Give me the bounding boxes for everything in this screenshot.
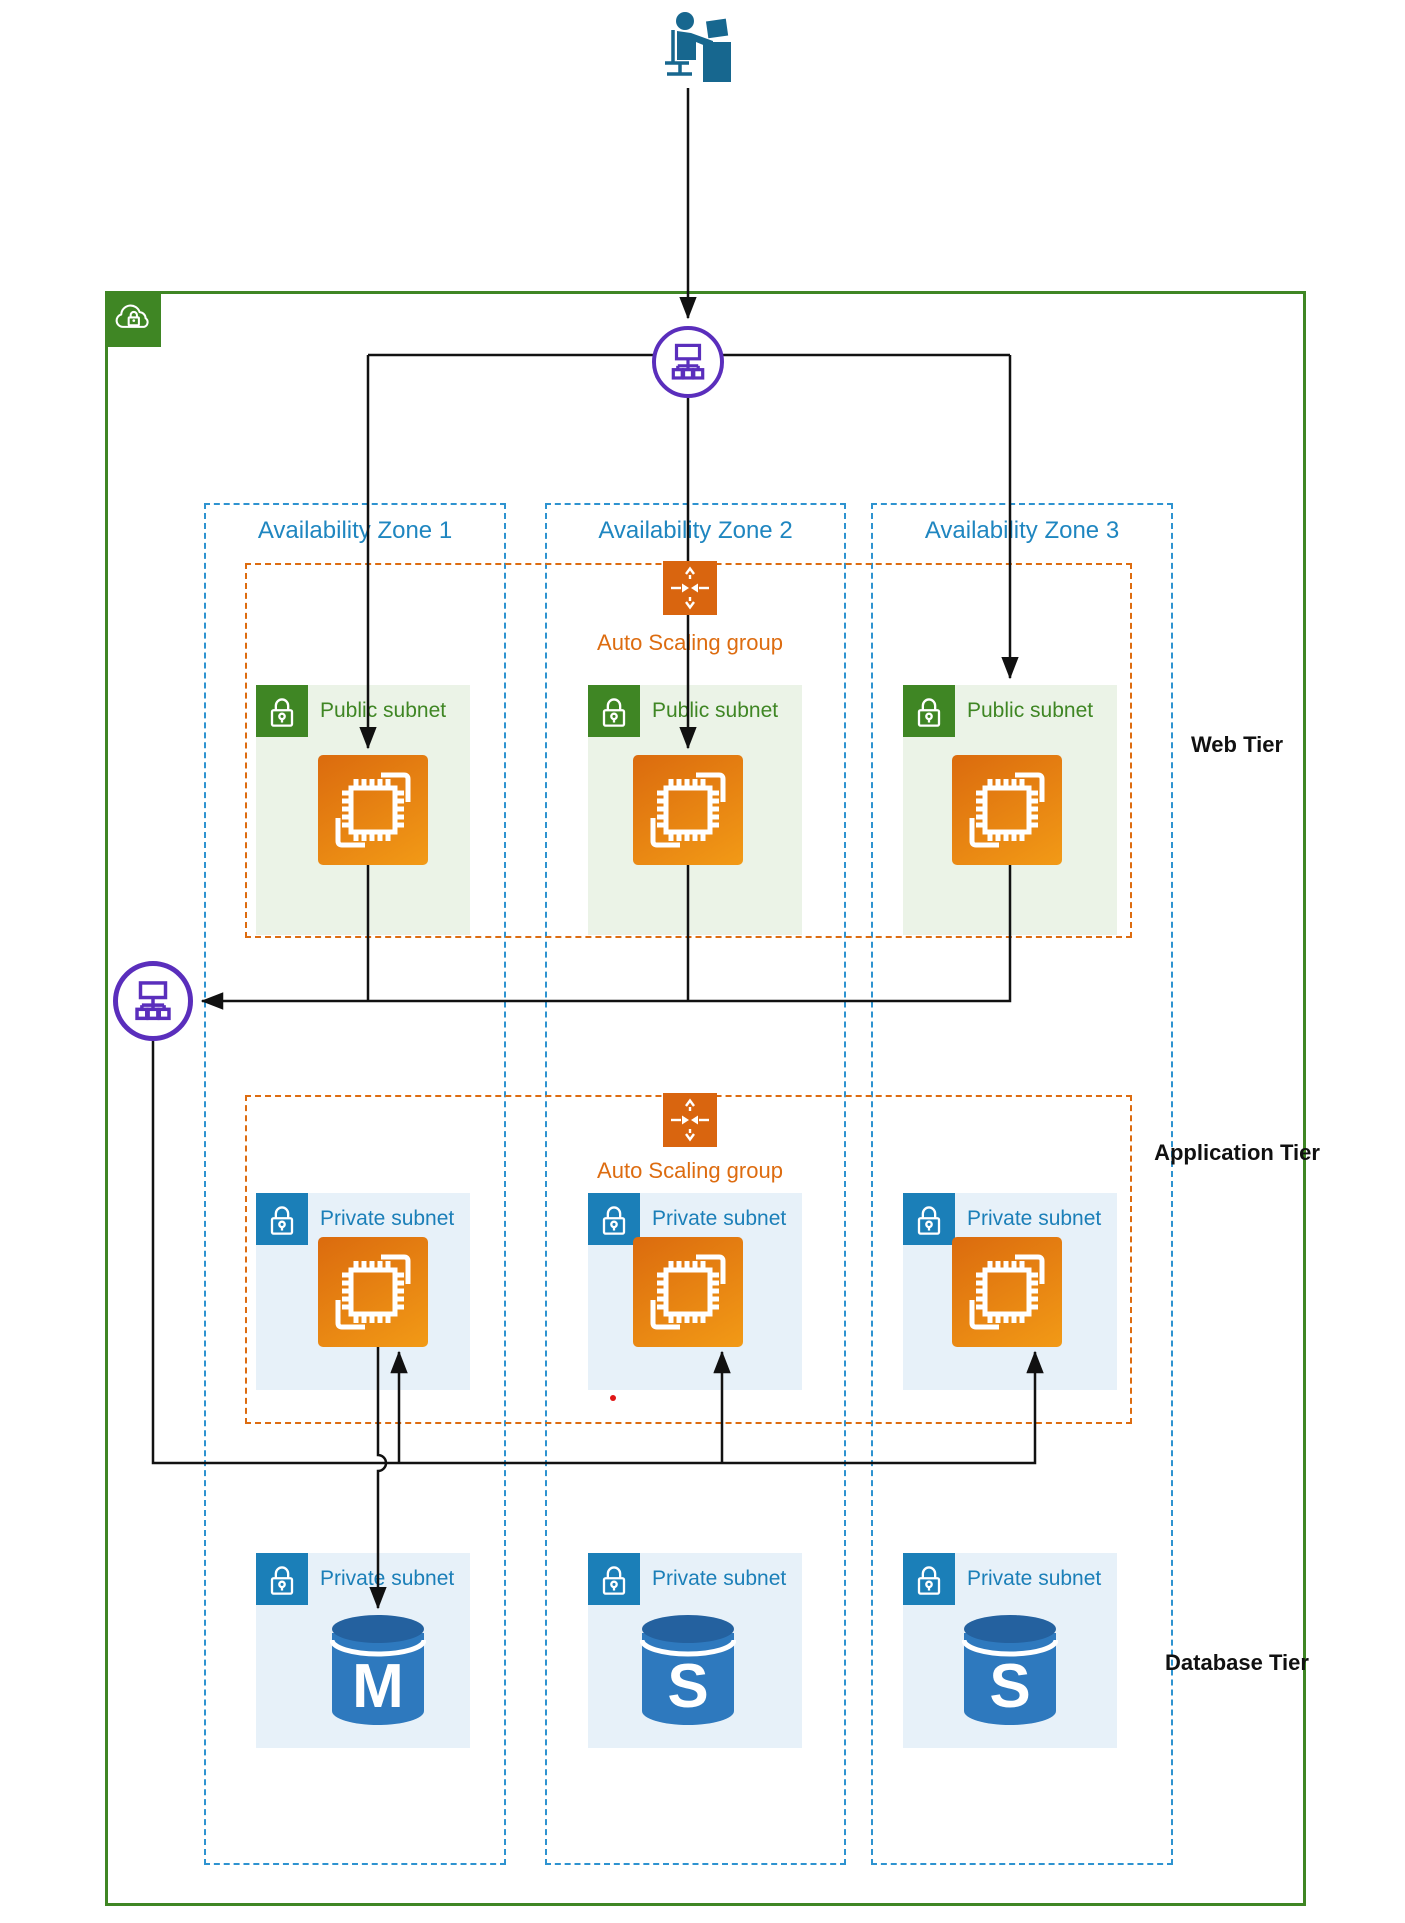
- ec2-instances-icon: [633, 755, 743, 865]
- ec2-instances-icon: [318, 1237, 428, 1347]
- asg-label: Auto Scaling group: [597, 1158, 783, 1183]
- auto-scaling-icon: [663, 561, 717, 615]
- database-tier-label: Database Tier: [1165, 1650, 1309, 1675]
- subnet-label: Private subnet: [320, 1207, 455, 1230]
- elastic-load-balancer-icon: [652, 326, 724, 398]
- user-at-desk-icon: [640, 8, 736, 104]
- subnet-label: Private subnet: [652, 1567, 787, 1590]
- vpc-boundary: [105, 291, 1306, 1906]
- green-lock-icon: [903, 685, 955, 737]
- red-dot: [610, 1395, 616, 1401]
- db-letter: S: [667, 1652, 708, 1721]
- subnet-label: Public subnet: [652, 699, 779, 722]
- asg-label: Auto Scaling group: [597, 630, 783, 655]
- ec2-instances-icon: [633, 1237, 743, 1347]
- db-letter: M: [352, 1652, 404, 1721]
- blue-lock-icon: [903, 1193, 955, 1245]
- db-letter: S: [989, 1652, 1030, 1721]
- subnet-label: Private subnet: [320, 1567, 455, 1590]
- blue-lock-icon: [256, 1553, 308, 1605]
- database-icon: M: [329, 1613, 427, 1731]
- ec2-instances-icon: [952, 1237, 1062, 1347]
- az-label: Availability Zone 1: [257, 517, 453, 544]
- ec2-instances-icon: [952, 755, 1062, 865]
- database-icon: S: [639, 1613, 737, 1731]
- auto-scaling-icon: [663, 1093, 717, 1147]
- blue-lock-icon: [256, 1193, 308, 1245]
- ec2-instances-icon: [318, 755, 428, 865]
- subnet-label: Public subnet: [967, 699, 1094, 722]
- web-tier-label: Web Tier: [1190, 732, 1284, 757]
- database-icon: S: [961, 1613, 1059, 1731]
- application-tier-label: Application Tier: [1154, 1140, 1320, 1165]
- subnet-label: Private subnet: [967, 1567, 1102, 1590]
- blue-lock-icon: [903, 1553, 955, 1605]
- subnet-label: Public subnet: [320, 699, 447, 722]
- green-lock-icon: [588, 685, 640, 737]
- blue-lock-icon: [588, 1553, 640, 1605]
- green-lock-icon: [256, 685, 308, 737]
- subnet-label: Private subnet: [652, 1207, 787, 1230]
- az-label: Availability Zone 3: [924, 517, 1120, 544]
- subnet-label: Private subnet: [967, 1207, 1102, 1230]
- vpc-cloud-lock-icon: [105, 291, 161, 347]
- az-label: Availability Zone 2: [598, 517, 793, 544]
- elastic-load-balancer-icon: [113, 961, 193, 1041]
